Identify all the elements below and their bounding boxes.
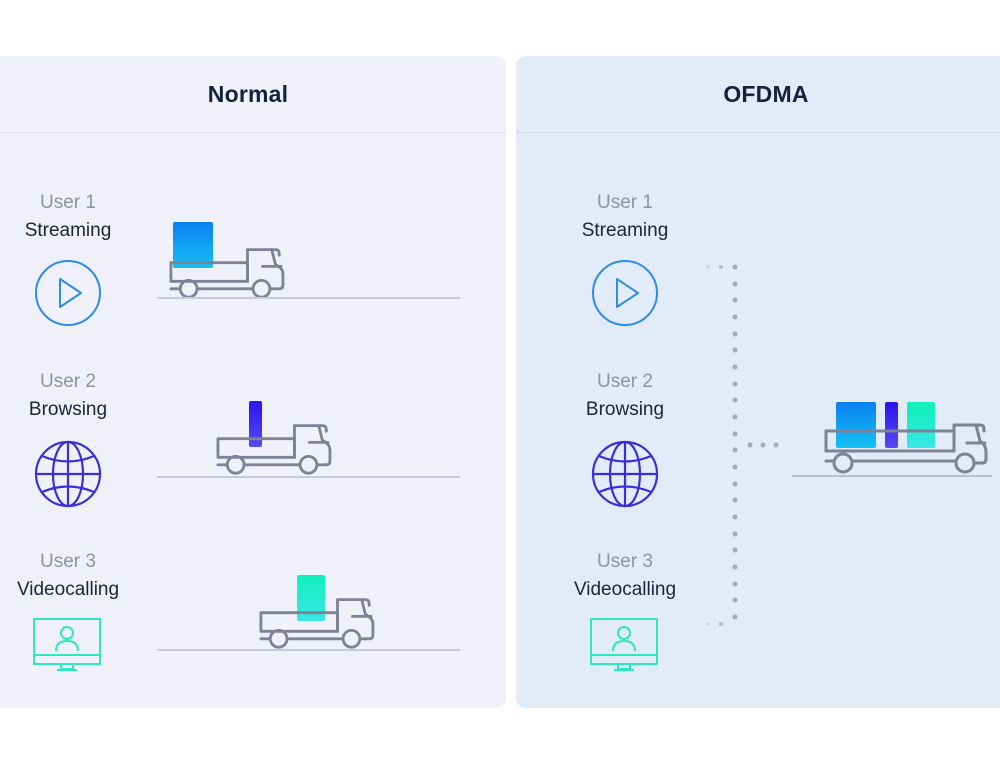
user-number: User 1 — [597, 192, 653, 213]
videocalling-data-block — [907, 402, 935, 448]
user-activity: Videocalling — [16, 579, 120, 600]
road-line — [157, 476, 460, 478]
panel-title: Normal — [207, 80, 289, 107]
videocalling-truck — [259, 575, 375, 649]
road-line — [157, 297, 460, 299]
panel-title: OFDMA — [723, 80, 809, 107]
play-icon — [592, 260, 658, 326]
ofdma-merge-connector — [706, 264, 779, 626]
streaming-data-block — [173, 222, 213, 268]
road-line — [792, 475, 992, 477]
globe-icon — [591, 440, 659, 508]
browsing-data-block — [885, 402, 898, 448]
user-number: User 3 — [40, 551, 96, 572]
user-number: User 2 — [40, 371, 96, 392]
ofdma-panel-header: OFDMA — [516, 56, 1000, 133]
road-line — [157, 649, 460, 651]
user-activity: Streaming — [581, 220, 669, 241]
browsing-data-block — [249, 401, 262, 447]
normal-user-1: User 1 Streaming — [0, 190, 138, 246]
ofdma-user-2: User 2 Browsing — [555, 369, 695, 425]
streaming-truck — [169, 222, 285, 299]
normal-user-3: User 3 Videocalling — [0, 549, 138, 605]
ofdma-user-3: User 3 Videocalling — [555, 549, 695, 605]
normal-panel: Normal — [0, 56, 506, 708]
user-number: User 2 — [597, 371, 653, 392]
streaming-data-block — [836, 402, 876, 448]
videocalling-data-block — [297, 575, 325, 621]
user-activity: Videocalling — [573, 579, 677, 600]
ofdma-truck — [824, 402, 988, 474]
user-activity: Browsing — [28, 399, 108, 420]
normal-panel-header: Normal — [0, 56, 506, 133]
normal-user-2: User 2 Browsing — [0, 369, 138, 425]
globe-icon — [34, 440, 102, 508]
play-icon — [35, 260, 101, 326]
user-activity: Streaming — [24, 220, 112, 241]
browsing-truck — [216, 401, 332, 475]
user-number: User 1 — [40, 192, 96, 213]
user-activity: Browsing — [585, 399, 665, 420]
ofdma-user-1: User 1 Streaming — [555, 190, 695, 246]
monitor-user-icon — [590, 618, 658, 671]
ofdma-panel: OFDMA — [516, 56, 1000, 708]
user-number: User 3 — [597, 551, 653, 572]
monitor-user-icon — [33, 618, 101, 671]
